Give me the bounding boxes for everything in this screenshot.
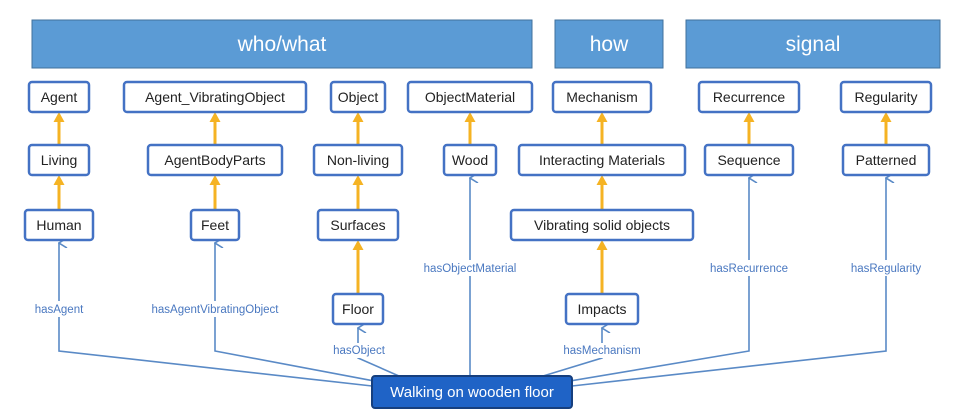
header-how-label: how [590, 33, 629, 56]
relation-has-agent [59, 243, 373, 387]
subclass-arrows [53, 112, 892, 294]
relation-arrows [59, 178, 886, 387]
node-regularity: Regularity [839, 80, 933, 114]
label-has-mechanism: hasMechanism [563, 345, 640, 357]
node-object: Object [329, 80, 387, 114]
header-signal: signal [685, 19, 941, 69]
node-vibrating-solid-objects-label: Vibrating solid objects [534, 217, 670, 233]
node-object-label: Object [338, 89, 379, 105]
arrow-living-to-agent [53, 112, 65, 145]
node-wood-label: Wood [452, 152, 488, 168]
node-human-label: Human [36, 217, 81, 233]
arrow-feet-to-bodyparts [209, 175, 221, 210]
node-living: Living [27, 143, 91, 177]
node-feet-label: Feet [201, 217, 229, 233]
label-has-agent-vibrating-object: hasAgentVibratingObject [151, 304, 279, 316]
node-patterned: Patterned [841, 143, 931, 177]
arrow-vibrating-to-interacting [596, 175, 608, 210]
node-interacting-materials: Interacting Materials [517, 143, 687, 177]
node-object-material: ObjectMaterial [406, 80, 534, 114]
node-mechanism: Mechanism [551, 80, 653, 114]
label-has-regularity: hasRegularity [851, 263, 922, 275]
root-node: Walking on wooden floor [371, 375, 573, 409]
arrow-nonliving-to-object [352, 112, 364, 145]
header-how: how [554, 19, 664, 69]
node-vibrating-solid-objects: Vibrating solid objects [509, 208, 695, 242]
node-floor-label: Floor [342, 301, 374, 317]
arrow-interacting-to-mechanism [596, 112, 608, 145]
node-impacts: Impacts [564, 292, 640, 326]
header-who-what-label: who/what [237, 33, 327, 56]
arrow-bodyparts-to-agentvibrating [209, 112, 221, 145]
node-agent: Agent [27, 80, 91, 114]
node-agent-label: Agent [41, 89, 78, 105]
node-feet: Feet [189, 208, 241, 242]
node-mechanism-label: Mechanism [566, 89, 638, 105]
node-patterned-label: Patterned [856, 152, 917, 168]
arrow-sequence-to-recurrence [743, 112, 755, 145]
label-has-recurrence: hasRecurrence [710, 263, 788, 275]
node-surfaces: Surfaces [316, 208, 400, 242]
node-interacting-materials-label: Interacting Materials [539, 152, 665, 168]
node-sequence: Sequence [703, 143, 795, 177]
node-human: Human [23, 208, 95, 242]
relation-has-regularity [571, 178, 886, 387]
node-recurrence-label: Recurrence [713, 89, 786, 105]
node-recurrence: Recurrence [697, 80, 801, 114]
edge-labels: hasAgent hasAgentVibratingObject hasObje… [24, 260, 929, 358]
node-surfaces-label: Surfaces [330, 217, 385, 233]
node-agent-vibrating-object-label: Agent_VibratingObject [145, 89, 285, 105]
label-has-object-material: hasObjectMaterial [424, 263, 517, 275]
arrow-human-to-living [53, 175, 65, 210]
node-living-label: Living [41, 152, 78, 168]
label-has-agent: hasAgent [35, 304, 84, 316]
label-has-object: hasObject [333, 345, 386, 357]
arrow-impacts-to-vibrating [596, 240, 608, 294]
arrow-floor-to-surfaces [352, 240, 364, 294]
node-agent-body-parts: AgentBodyParts [146, 143, 284, 177]
node-agent-body-parts-label: AgentBodyParts [164, 152, 265, 168]
node-sequence-label: Sequence [717, 152, 780, 168]
root-node-label: Walking on wooden floor [390, 384, 554, 401]
arrow-surfaces-to-nonliving [352, 175, 364, 210]
node-wood: Wood [442, 143, 498, 177]
relation-has-agent-vibrating-object [215, 243, 391, 385]
node-object-material-label: ObjectMaterial [425, 89, 515, 105]
node-regularity-label: Regularity [854, 89, 917, 105]
arrow-wood-to-objectmaterial [464, 112, 476, 145]
relation-has-recurrence [551, 178, 749, 385]
node-non-living: Non-living [312, 143, 404, 177]
node-floor: Floor [331, 292, 385, 326]
node-agent-vibrating-object: Agent_VibratingObject [122, 80, 308, 114]
header-signal-label: signal [786, 33, 841, 56]
header-who-what: who/what [31, 19, 533, 69]
node-impacts-label: Impacts [577, 301, 626, 317]
node-non-living-label: Non-living [327, 152, 389, 168]
arrow-patterned-to-regularity [880, 112, 892, 145]
